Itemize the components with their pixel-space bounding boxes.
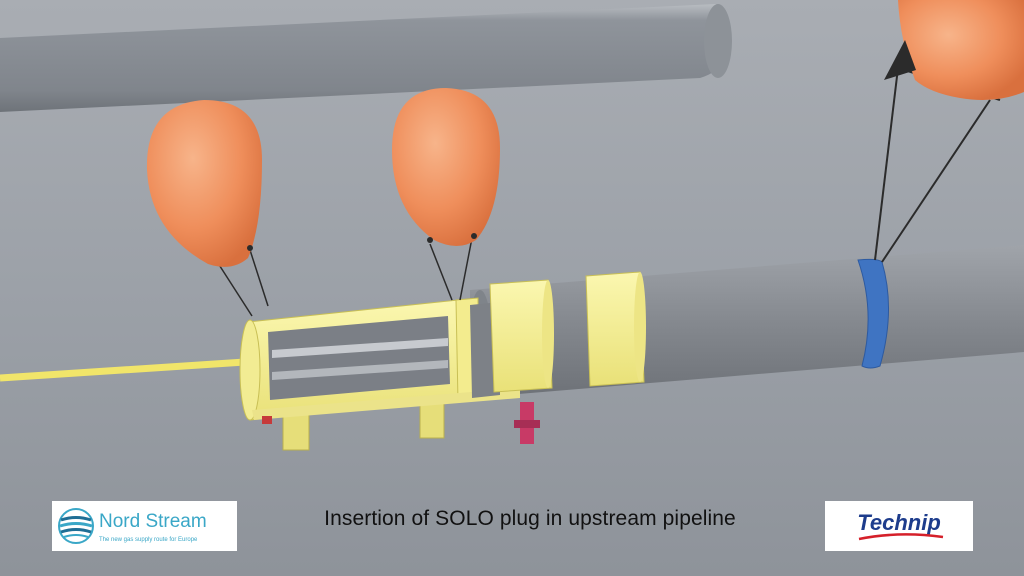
blue-clamp xyxy=(857,258,890,369)
nord-stream-logo: Nord Stream The new gas supply route for… xyxy=(52,501,237,551)
technip-name: Technip xyxy=(857,510,941,535)
technip-swoosh-icon xyxy=(858,533,944,541)
nord-stream-tagline: The new gas supply route for Europe xyxy=(99,537,198,543)
nord-stream-name: Nord Stream xyxy=(99,511,207,532)
lift-bag-left xyxy=(146,100,262,267)
lift-bag-middle xyxy=(392,88,500,246)
technip-logo: Technip xyxy=(825,501,973,551)
video-caption: Insertion of SOLO plug in upstream pipel… xyxy=(324,507,736,530)
solo-plug-assembly xyxy=(239,271,646,451)
yellow-umbilical xyxy=(0,358,246,382)
upper-pipeline xyxy=(0,4,732,112)
balloon-tethers xyxy=(215,237,473,317)
nord-stream-globe-icon xyxy=(58,508,94,544)
lift-bag-large xyxy=(884,0,1024,100)
